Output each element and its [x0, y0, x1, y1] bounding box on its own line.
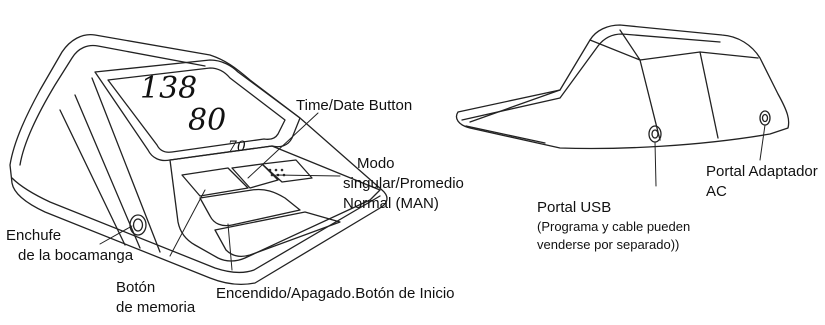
label-memory-line2: de memoria — [116, 299, 196, 316]
label-memory-line1: Botón — [116, 279, 156, 296]
label-usb-line2: (Programa y cable pueden — [537, 219, 691, 234]
label-usb-line1: Portal USB — [537, 199, 612, 216]
label-power-start: Encendido/Apagado.Botón de Inicio — [216, 285, 455, 302]
leader-lines-right — [654, 124, 766, 187]
label-ac-line2: AC — [706, 183, 727, 200]
label-mode-line2: singular/Promedio — [343, 175, 464, 192]
label-cuff-line2: de la bocamanga — [18, 247, 134, 264]
leader-lines-left — [99, 112, 341, 271]
label-mode-line1: Modo — [357, 155, 395, 172]
diastolic-reading: 80 — [188, 103, 226, 138]
label-mode-line3: Normal (MAN) — [343, 195, 439, 212]
label-cuff-line1: Enchufe — [6, 227, 62, 244]
back-device — [455, 24, 790, 150]
label-ac-line1: Portal Adaptador — [706, 163, 818, 180]
display-readings: 138 80 70 — [140, 71, 246, 155]
front-device — [9, 34, 388, 285]
label-time-date-button: Time/Date Button — [296, 97, 413, 114]
systolic-reading: 138 — [140, 71, 197, 106]
label-usb-line3: venderse por separado)) — [537, 237, 680, 252]
pulse-reading: 70 — [228, 139, 246, 155]
